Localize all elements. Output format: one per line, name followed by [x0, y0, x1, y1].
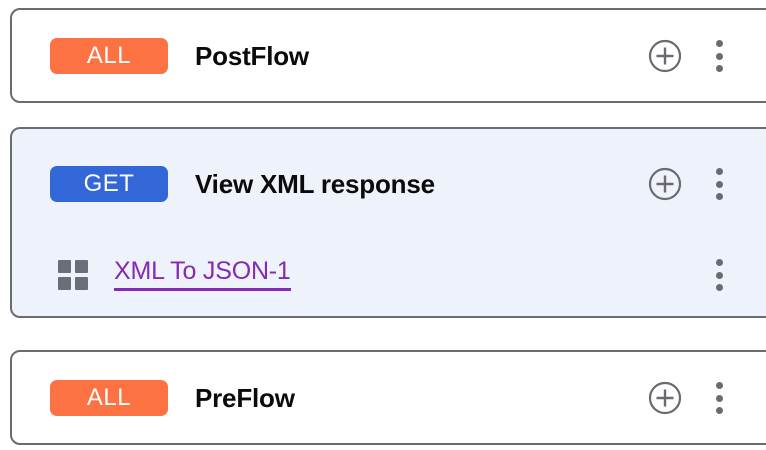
flow-row-actions — [648, 381, 730, 415]
kebab-menu-icon[interactable] — [708, 258, 730, 292]
method-badge-all: ALL — [50, 380, 168, 416]
plus-circle-icon[interactable] — [648, 167, 682, 201]
plus-circle-icon[interactable] — [648, 381, 682, 415]
flow-row-actions — [648, 167, 730, 201]
plus-circle-icon[interactable] — [648, 39, 682, 73]
flow-row-preflow[interactable]: ALL PreFlow — [12, 352, 766, 444]
flow-title: PostFlow — [195, 40, 309, 71]
flow-row-view-xml-response[interactable]: GET View XML response — [12, 129, 766, 239]
flow-card-preflow[interactable]: ALL PreFlow — [10, 350, 766, 445]
method-badge-get: GET — [50, 166, 168, 202]
flow-step-actions — [708, 258, 730, 292]
flow-step-link[interactable]: XML To JSON-1 — [114, 259, 291, 291]
flow-row-actions — [648, 39, 730, 73]
method-badge-all: ALL — [50, 38, 168, 74]
policy-grid-icon — [58, 260, 88, 290]
flow-card-postflow[interactable]: ALL PostFlow — [10, 8, 766, 103]
flow-card-view-xml-response[interactable]: GET View XML response XML To JSON-1 — [10, 127, 766, 318]
flow-title: PreFlow — [195, 382, 295, 413]
flow-step-row[interactable]: XML To JSON-1 — [12, 239, 766, 311]
flow-row-postflow[interactable]: ALL PostFlow — [12, 10, 766, 102]
kebab-menu-icon[interactable] — [708, 381, 730, 415]
flow-title: View XML response — [195, 168, 435, 199]
kebab-menu-icon[interactable] — [708, 167, 730, 201]
kebab-menu-icon[interactable] — [708, 39, 730, 73]
